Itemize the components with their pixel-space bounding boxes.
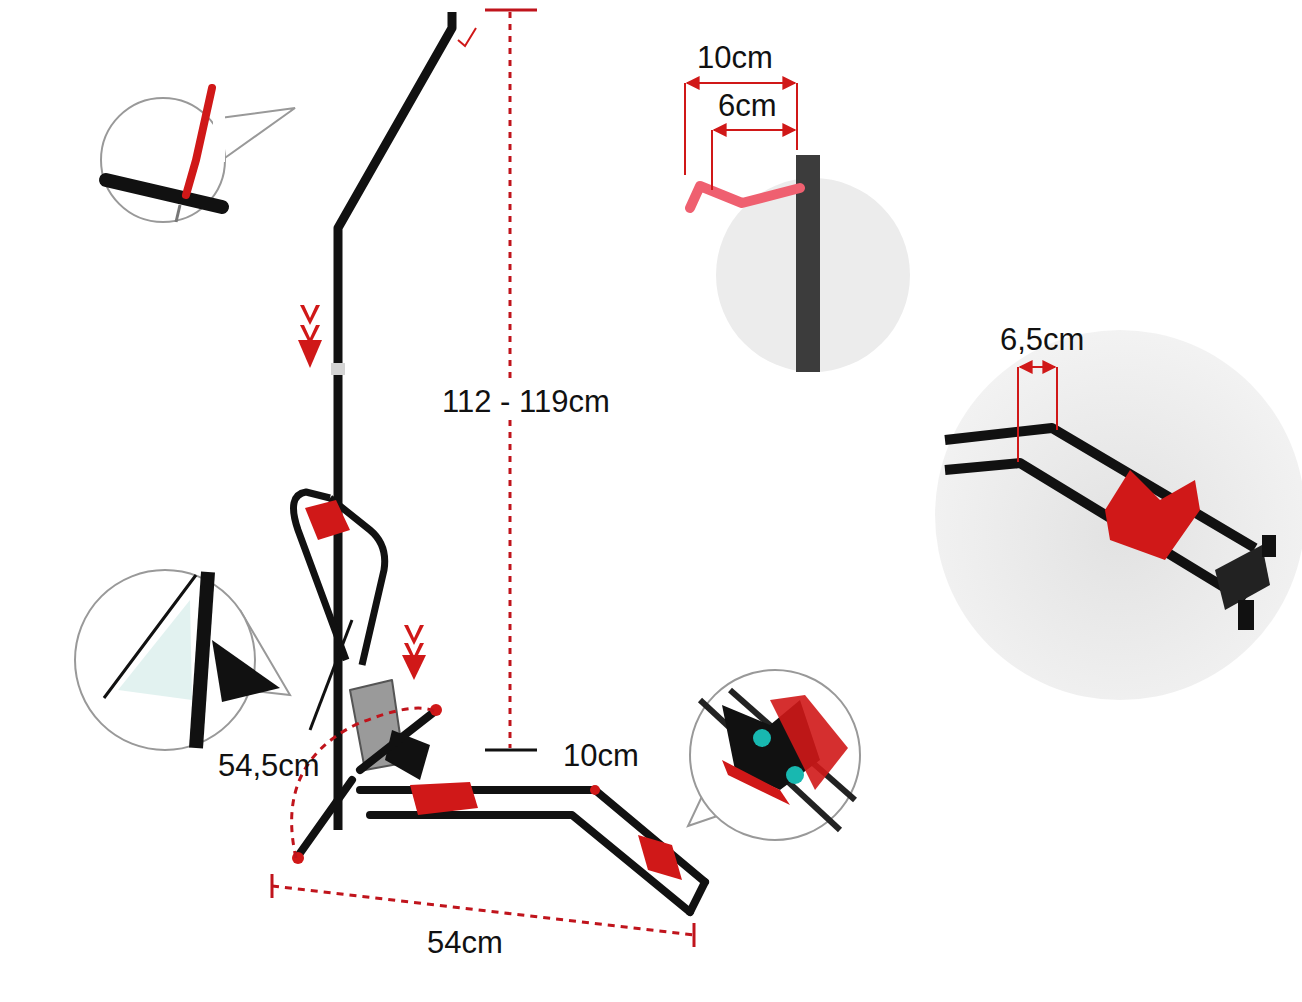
detail-circle	[935, 330, 1302, 700]
base-rail	[370, 815, 690, 912]
detail-rail	[945, 463, 1245, 600]
arrow-chevron	[300, 305, 320, 325]
base-rail	[360, 790, 705, 882]
dimension-tick	[1017, 367, 1019, 462]
detail-rail	[945, 428, 1255, 548]
quick-release-lever	[186, 88, 212, 195]
dimension-tick	[711, 130, 713, 190]
dimension-tick	[796, 83, 798, 150]
dimension-line	[714, 129, 795, 131]
dimension-label: 54cm	[427, 925, 503, 961]
dimension-label: 6cm	[718, 88, 777, 124]
tripod-leg	[360, 712, 434, 770]
lever-callout	[101, 88, 295, 222]
clamp-pad	[722, 760, 790, 805]
pole-tip-mark	[458, 28, 476, 46]
lever-bolt	[176, 205, 180, 222]
kickstand-tube	[196, 572, 208, 748]
stand-pole	[331, 12, 476, 830]
arrow-chevron	[404, 625, 424, 645]
callout-gap	[213, 112, 225, 162]
screw-icon	[786, 766, 804, 784]
base	[292, 704, 705, 912]
dimension-label: 112 - 119cm	[438, 384, 614, 420]
kickstand-plane	[118, 600, 192, 700]
dimension-label: 10cm	[697, 40, 773, 76]
screw-icon	[753, 729, 771, 747]
dimension-tick	[271, 874, 274, 898]
arrow-head	[402, 655, 426, 680]
dimension-tick	[485, 9, 537, 12]
dimension-label: 10cm	[563, 738, 639, 774]
pole-tube	[338, 12, 452, 830]
pole-joint	[331, 363, 345, 375]
detail-pad	[1105, 470, 1200, 560]
kickstand	[310, 620, 352, 730]
clamp-pad	[770, 695, 848, 790]
dimension-tick	[693, 923, 696, 947]
assembly-arrows	[298, 305, 426, 680]
base-crossbar	[690, 882, 705, 912]
lever-tube	[106, 180, 222, 207]
callout-circle	[690, 670, 860, 840]
bike-hook	[690, 186, 800, 208]
rail-detail	[935, 330, 1302, 700]
clamp-callout	[688, 670, 860, 840]
dimension-tick	[1056, 367, 1058, 430]
kickstand-bracket	[212, 640, 280, 702]
holder-pad	[305, 500, 350, 540]
hook-detail	[685, 83, 910, 372]
detail-cap	[1238, 600, 1254, 630]
detail-cap	[1262, 535, 1276, 557]
dimension-line	[509, 12, 512, 748]
dimension-label: 54,5cm	[218, 748, 320, 784]
dimension-line	[1020, 366, 1055, 368]
dimension-tick	[485, 749, 537, 752]
rail-pad	[410, 782, 478, 815]
height-dimension	[485, 10, 537, 750]
dimension-label: 6,5cm	[1000, 322, 1084, 358]
leg-span-arc	[292, 708, 436, 858]
rail-pad	[638, 835, 682, 880]
dimension-dot	[590, 785, 600, 795]
arrow-head	[298, 340, 322, 368]
kickstand-callout	[75, 570, 290, 750]
tripod-leg	[298, 780, 352, 856]
dimension-tick	[684, 83, 686, 175]
wheel-holder	[294, 492, 431, 780]
callout-pointer	[220, 108, 295, 160]
dimension-line	[687, 82, 795, 84]
